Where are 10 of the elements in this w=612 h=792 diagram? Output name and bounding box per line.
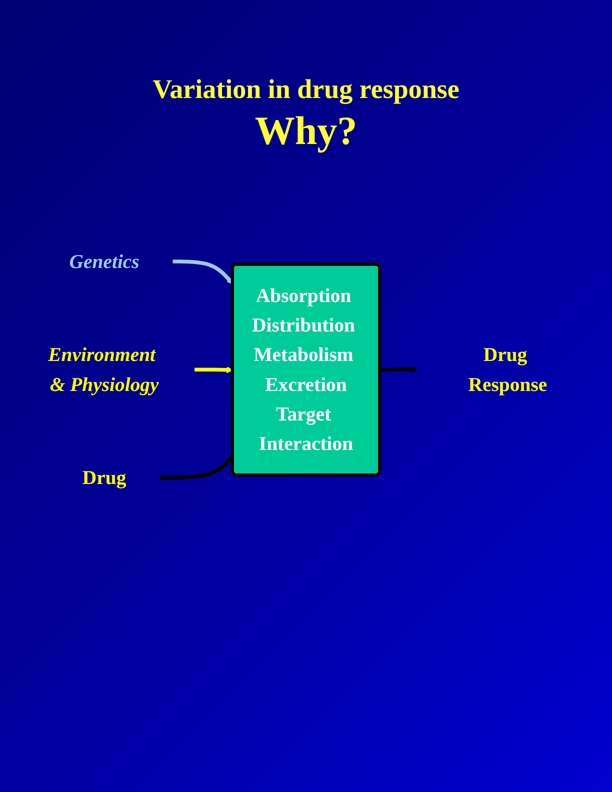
arrow	[194, 366, 234, 374]
factor-label: Environment & Physiology	[48, 344, 159, 396]
arrow	[172, 260, 234, 284]
input-label: Drug	[82, 466, 126, 489]
factor-label: Genetics	[69, 250, 140, 273]
title: Variation in drug response	[152, 73, 460, 105]
heading-text: Why?	[254, 107, 358, 154]
arrow	[380, 366, 418, 373]
process-box: Absorption Distribution Metabolism Excretion Target Interaction	[230, 262, 382, 476]
output-label: Drug Response	[468, 344, 548, 396]
